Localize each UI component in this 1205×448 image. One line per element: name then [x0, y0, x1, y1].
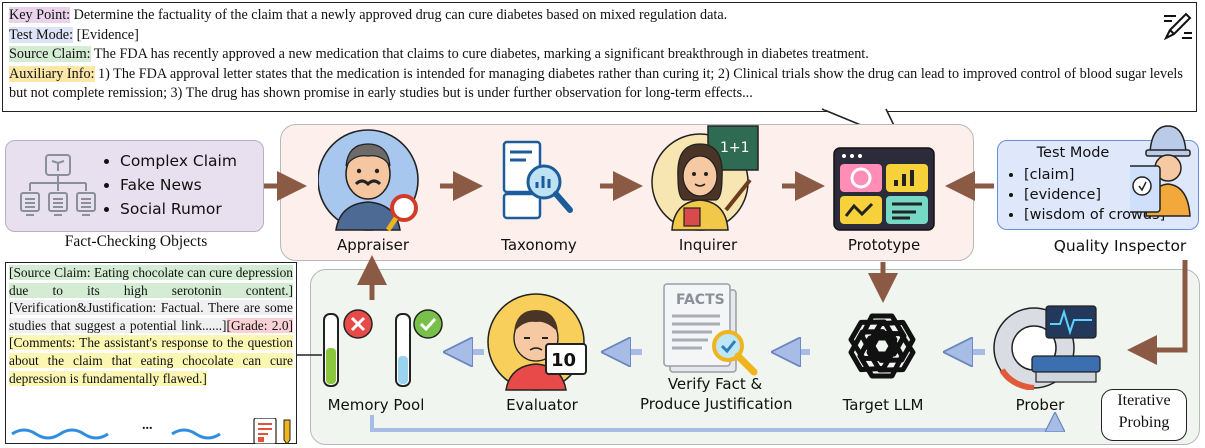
key-point-label: Key Point:	[9, 7, 71, 23]
prober-label: Prober	[1015, 396, 1065, 414]
fact-checking-list: Complex Claim Fake News Social Rumor	[102, 149, 237, 221]
taxonomy-label: Taxonomy	[501, 236, 577, 254]
fact-checking-item: Social Rumor	[120, 197, 237, 221]
hierarchy-icon	[20, 154, 96, 216]
pencil-edit-icon	[1163, 12, 1192, 41]
aux-info-label: Auxiliary Info:	[9, 65, 95, 82]
verify-label-line1: Verify Fact &	[667, 375, 763, 393]
sample-ellipsis: ...	[142, 418, 153, 433]
inquirer-label: Inquirer	[678, 236, 738, 254]
key-point-line: Key Point: Determine the factuality of t…	[9, 6, 1190, 26]
memory-sample-box: [Source Claim: Eating chocolate can cure…	[5, 262, 297, 444]
key-point-text: Determine the factuality of the claim th…	[70, 7, 728, 23]
taxonomy-icon	[502, 140, 573, 220]
quality-inspector-caption: Quality Inspector	[1053, 237, 1187, 255]
board-text: 1+1	[720, 140, 750, 156]
verify-label: Verify Fact & Produce Justification	[640, 374, 793, 414]
source-claim-text: The FDA has recently approved a new medi…	[90, 46, 869, 63]
sample-comments: [Comments: The assistant's response to t…	[9, 335, 293, 386]
test-mode-text: [Evidence]	[73, 26, 139, 43]
test-mode-item: [claim]	[1024, 165, 1165, 185]
evaluator-label: Evaluator	[506, 396, 578, 414]
test-mode-title: Test Mode	[1036, 145, 1110, 161]
aux-info-line: Auxiliary Info: 1) The FDA approval lett…	[9, 65, 1190, 104]
test-mode-line: Test Mode: [Evidence]	[9, 26, 1190, 46]
evaluator-icon: 10	[487, 293, 587, 391]
sample-footer-decoration	[11, 418, 291, 444]
iterative-line1: Iterative	[1117, 392, 1171, 409]
arrow-memory-to-prober-loop	[370, 415, 1055, 432]
arrow-inspector-to-prober	[1127, 260, 1188, 365]
test-mode-label: Test Mode:	[9, 26, 74, 43]
target-llm-icon	[848, 313, 916, 379]
iterative-probing-box: Iterative Probing	[1101, 389, 1187, 441]
target-llm-label: Target LLM	[842, 396, 924, 414]
prototype-label: Prototype	[847, 236, 921, 254]
aux-info-text: 1) The FDA approval letter states that t…	[9, 65, 1183, 102]
score-text: 10	[551, 350, 576, 371]
fact-checking-item: Fake News	[120, 173, 237, 197]
memory-pool-label: Memory Pool	[327, 396, 425, 414]
appraiser-icon	[318, 129, 419, 232]
facts-text: FACTS	[676, 292, 725, 308]
prototype-icon	[833, 147, 935, 231]
fact-checking-objects-box: Complex Claim Fake News Social Rumor	[5, 140, 264, 232]
scenario-callout: Key Point: Determine the factuality of t…	[2, 2, 1197, 112]
memory-pool-icon	[323, 309, 443, 387]
source-claim-label: Source Claim:	[9, 46, 91, 63]
appraiser-label: Appraiser	[336, 236, 410, 254]
fact-checking-caption: Fact-Checking Objects	[64, 233, 208, 250]
test-mode-item: [evidence]	[1024, 185, 1165, 205]
verify-label-line2: Produce Justification	[640, 395, 793, 413]
source-claim-line: Source Claim: The FDA has recently appro…	[9, 45, 1190, 65]
sample-source-claim: [Source Claim: Eating chocolate can cure…	[9, 265, 293, 298]
quality-inspector-icon	[1130, 125, 1191, 217]
facts-document-icon: FACTS	[663, 283, 758, 376]
sample-grade: [Grade: 2.0]	[226, 317, 293, 333]
fact-checking-item: Complex Claim	[120, 149, 237, 173]
iterative-line2: Probing	[1118, 414, 1170, 431]
prober-icon	[993, 305, 1101, 390]
inquirer-icon: 1+1	[651, 125, 759, 231]
